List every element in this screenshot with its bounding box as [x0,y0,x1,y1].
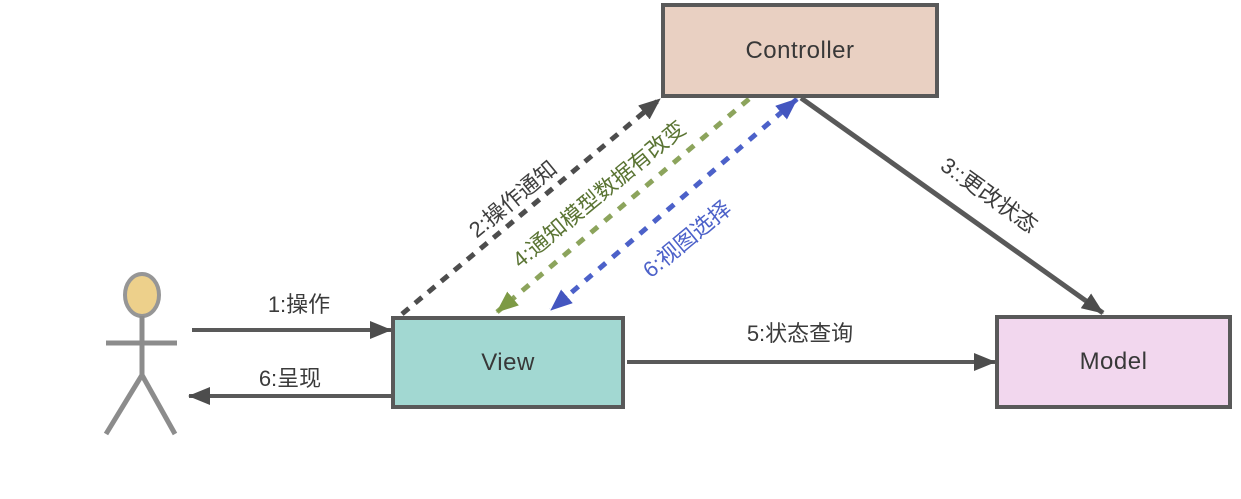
edge-label-operate: 1:操作 [267,292,331,317]
model-box: Model [995,315,1232,409]
view-label: View [481,348,535,376]
arrow-change-state [799,95,1105,316]
edge-label-state-query: 5:状态查询 [746,321,854,346]
controller-label: Controller [745,36,855,64]
arrow-view-select [549,97,799,312]
controller-box: Controller [661,3,939,98]
model-label: Model [1079,348,1148,375]
user-actor-icon [103,272,178,436]
view-box: View [391,316,625,409]
edge-label-render: 6:呈现 [258,366,322,391]
